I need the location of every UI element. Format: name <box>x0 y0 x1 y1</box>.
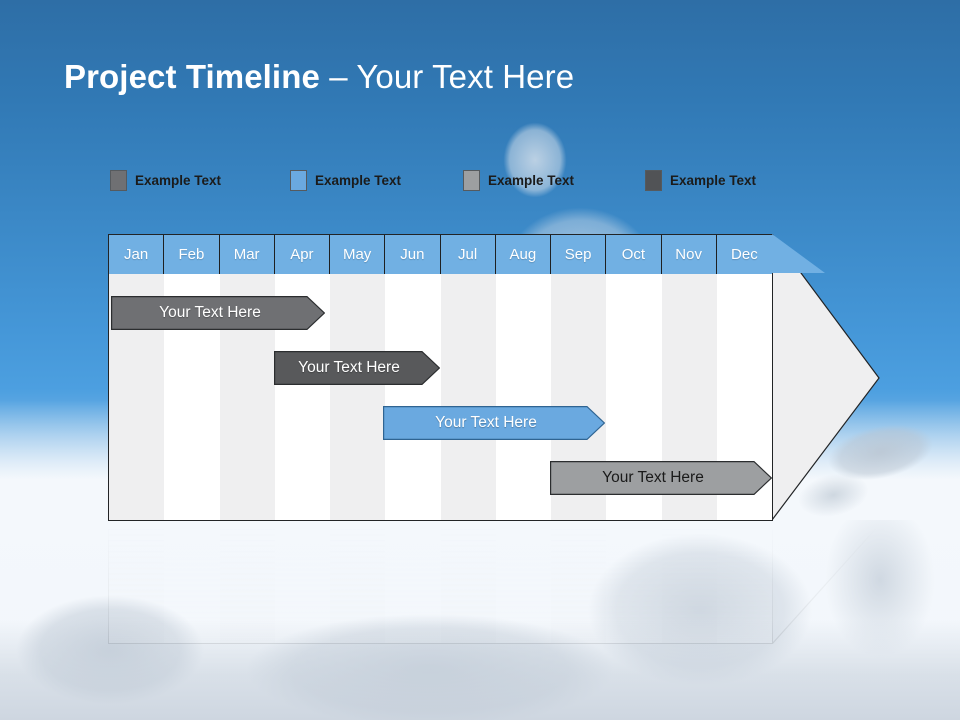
month-header-mar: Mar <box>219 235 275 274</box>
gantt-chart: Jan Feb Mar Apr May Jun Jul <box>108 234 880 524</box>
month-header-sep: Sep <box>551 235 607 274</box>
month-column-jul: Jul <box>440 235 496 520</box>
legend-item-2[interactable]: Example Text <box>290 170 401 191</box>
month-column-jun: Jun <box>385 235 441 520</box>
legend: Example Text Example Text Example Text E… <box>110 170 830 194</box>
legend-item-label: Example Text <box>670 173 757 188</box>
task-bar-label: Your Text Here <box>159 304 261 321</box>
month-header-jun: Jun <box>385 235 441 274</box>
legend-item-4[interactable]: Example Text <box>645 170 756 191</box>
legend-item-label: Example Text <box>315 173 402 188</box>
legend-item-3[interactable]: Example Text <box>463 170 574 191</box>
task-bar-label: Your Text Here <box>602 469 704 486</box>
task-bar-2[interactable]: Your Text Here <box>274 351 440 385</box>
task-bar-1[interactable]: Your Text Here <box>111 296 325 330</box>
month-header-jul: Jul <box>440 235 496 274</box>
month-column-aug: Aug <box>495 235 551 520</box>
month-column-jan: Jan <box>109 235 165 520</box>
month-header-feb: Feb <box>164 235 220 274</box>
legend-item-label: Example Text <box>488 173 575 188</box>
legend-item-1[interactable]: Example Text <box>110 170 221 191</box>
task-bar-4[interactable]: Your Text Here <box>550 461 772 495</box>
legend-swatch-icon <box>463 170 480 191</box>
month-column-oct: Oct <box>606 235 662 520</box>
month-column-apr: Apr <box>274 235 330 520</box>
month-header-apr: Apr <box>274 235 330 274</box>
month-header-jan: Jan <box>109 235 165 274</box>
task-bar-label: Your Text Here <box>298 359 400 376</box>
month-header-may: May <box>330 235 386 274</box>
legend-swatch-icon <box>110 170 127 191</box>
page-title-strong: Project Timeline <box>64 58 320 95</box>
page-title-light: – Your Text Here <box>319 58 575 95</box>
month-header-arrow-tip <box>772 234 826 273</box>
page-title: Project Timeline – Your Text Here <box>64 58 574 96</box>
month-column-feb: Feb <box>164 235 220 520</box>
task-bar-3[interactable]: Your Text Here <box>383 406 605 440</box>
legend-swatch-icon <box>645 170 662 191</box>
legend-item-label: Example Text <box>135 173 222 188</box>
month-column-dec: Dec <box>716 235 772 520</box>
month-header-nov: Nov <box>661 235 717 274</box>
timeline-arrow-tip <box>772 234 880 521</box>
month-header-oct: Oct <box>606 235 662 274</box>
month-column-mar: Mar <box>219 235 275 520</box>
legend-swatch-icon <box>290 170 307 191</box>
month-header-aug: Aug <box>495 235 551 274</box>
month-header-dec: Dec <box>716 235 772 274</box>
task-bar-label: Your Text Here <box>435 414 537 431</box>
